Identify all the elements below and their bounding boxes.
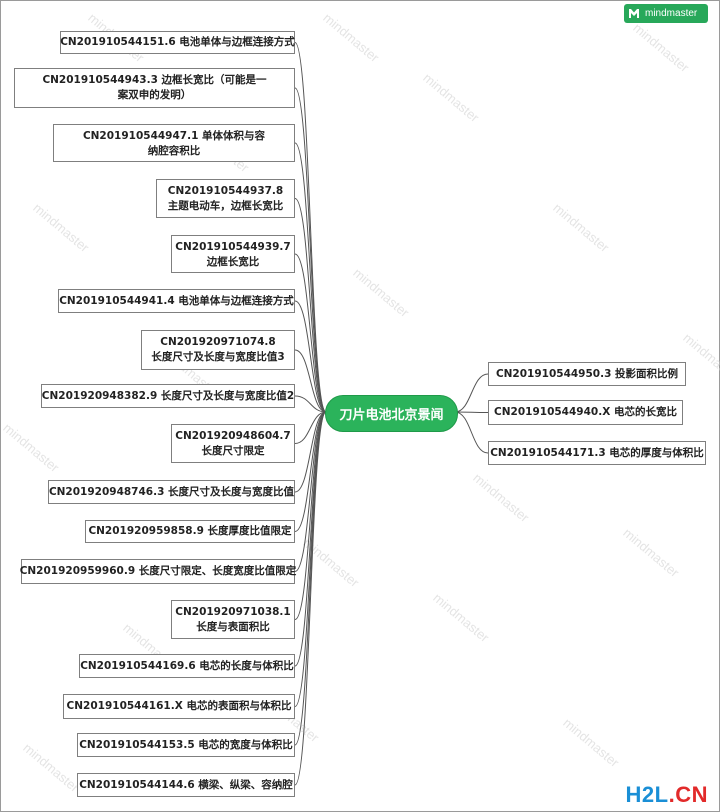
left-topic[interactable]: CN201910544153.5 电芯的宽度与体积比 (77, 733, 295, 757)
connector-line (294, 142, 327, 413)
connector-line (294, 411, 327, 572)
mindmaster-logo-icon (629, 9, 639, 18)
connector-line (294, 395, 327, 413)
topic-text: 边框长宽比 (206, 256, 260, 268)
connector-line (294, 411, 327, 493)
left-topic[interactable]: CN201920948604.7 长度尺寸限定 (171, 424, 295, 463)
left-topic[interactable]: CN201910544144.6 横梁、纵梁、容纳腔 (77, 773, 295, 797)
connector-line (454, 373, 489, 413)
connector-line (294, 411, 327, 786)
connector-line (294, 300, 327, 413)
connector-line (454, 411, 489, 413)
topic-text: CN201910544950.3 投影面积比例 (495, 367, 679, 380)
topic-text: CN201910544153.5 电芯的宽度与体积比 (79, 738, 293, 751)
topic-text: CN201920948604.7 (175, 430, 291, 442)
topic-text: CN201920971074.8 (160, 336, 276, 348)
left-topic[interactable]: CN201920971074.8 长度尺寸及长度与宽度比值3 (141, 330, 295, 370)
badge-label: mindmaster (645, 8, 698, 19)
topic-text: CN201920948382.9 长度尺寸及长度与宽度比值2 (41, 389, 295, 402)
left-topic[interactable]: CN201910544939.7 边框长宽比 (171, 235, 295, 273)
topic-text: CN201910544943.3 边框长宽比（可能是一 (42, 74, 267, 86)
topic-text: 案双申的发明） (117, 89, 192, 101)
topic-text: CN201910544940.X 电芯的长宽比 (494, 406, 677, 418)
right-topic[interactable]: CN201910544171.3 电芯的厚度与体积比 (488, 441, 706, 465)
left-topic[interactable]: CN201910544151.6 电池单体与边框连接方式 (60, 31, 295, 54)
topic-text: CN201920971038.1 (175, 606, 291, 618)
left-topic[interactable]: CN201910544161.X 电芯的表面积与体积比 (63, 694, 295, 719)
left-topic[interactable]: CN201910544941.4 电池单体与边框连接方式 (58, 289, 295, 313)
connector-line (454, 411, 489, 454)
mindmaster-badge: mindmaster (624, 4, 708, 23)
topic-text: CN201910544939.7 (175, 241, 291, 253)
right-topic[interactable]: CN201910544950.3 投影面积比例 (488, 362, 686, 386)
topic-text: CN201920959960.9 长度尺寸限定、长度宽度比值限定 (19, 565, 297, 577)
left-topic[interactable]: CN201920948746.3 长度尺寸及长度与宽度比值 (48, 480, 295, 504)
left-topic[interactable]: CN201920948382.9 长度尺寸及长度与宽度比值2 (41, 384, 295, 408)
topic-text: 长度尺寸及长度与宽度比值3 (151, 351, 285, 363)
connector-line (294, 87, 327, 413)
topic-text: CN201910544161.X 电芯的表面积与体积比 (66, 700, 292, 712)
connector-line (294, 411, 327, 707)
topic-text: 长度尺寸限定 (201, 445, 265, 457)
central-topic[interactable]: 刀片电池北京景闻 (325, 395, 458, 432)
connector-line (294, 253, 327, 413)
connector-line (294, 411, 327, 620)
left-topic[interactable]: CN201910544943.3 边框长宽比（可能是一案双申的发明） (14, 68, 295, 108)
topic-text: CN201910544144.6 横梁、纵梁、容纳腔 (79, 778, 293, 791)
topic-text: CN201920948746.3 长度尺寸及长度与宽度比值 (48, 485, 295, 498)
topic-text: CN201910544169.6 电芯的长度与体积比 (80, 659, 294, 672)
connector-line (294, 198, 327, 413)
topic-text: 主题电动车，边框长宽比 (167, 200, 284, 212)
topic-text: CN201910544171.3 电芯的厚度与体积比 (490, 446, 704, 459)
topic-text: CN201920959858.9 长度厚度比值限定 (88, 525, 292, 537)
connector-line (294, 349, 327, 413)
topic-text: CN201910544937.8 (167, 185, 284, 197)
topic-text: 长度与表面积比 (196, 621, 270, 633)
left-topic[interactable]: CN201920959960.9 长度尺寸限定、长度宽度比值限定 (19, 559, 297, 584)
topic-text: 纳腔容积比 (147, 145, 201, 157)
topic-text: CN201910544151.6 电池单体与边框连接方式 (60, 36, 295, 48)
left-topic[interactable]: CN201920959858.9 长度厚度比值限定 (85, 520, 295, 543)
left-topic[interactable]: CN201920971038.1 长度与表面积比 (171, 600, 295, 639)
left-topic[interactable]: CN201910544937.8 主题电动车，边框长宽比 (156, 179, 295, 218)
site-logo: H2L.CN (625, 782, 708, 807)
left-topic[interactable]: CN201910544169.6 电芯的长度与体积比 (79, 654, 295, 678)
topic-text: CN201910544947.1 单体体积与容 (82, 130, 266, 142)
right-topic[interactable]: CN201910544940.X 电芯的长宽比 (488, 400, 683, 425)
topic-text: CN201910544941.4 电池单体与边框连接方式 (59, 294, 294, 307)
left-topic[interactable]: CN201910544947.1 单体体积与容纳腔容积比 (53, 124, 295, 162)
